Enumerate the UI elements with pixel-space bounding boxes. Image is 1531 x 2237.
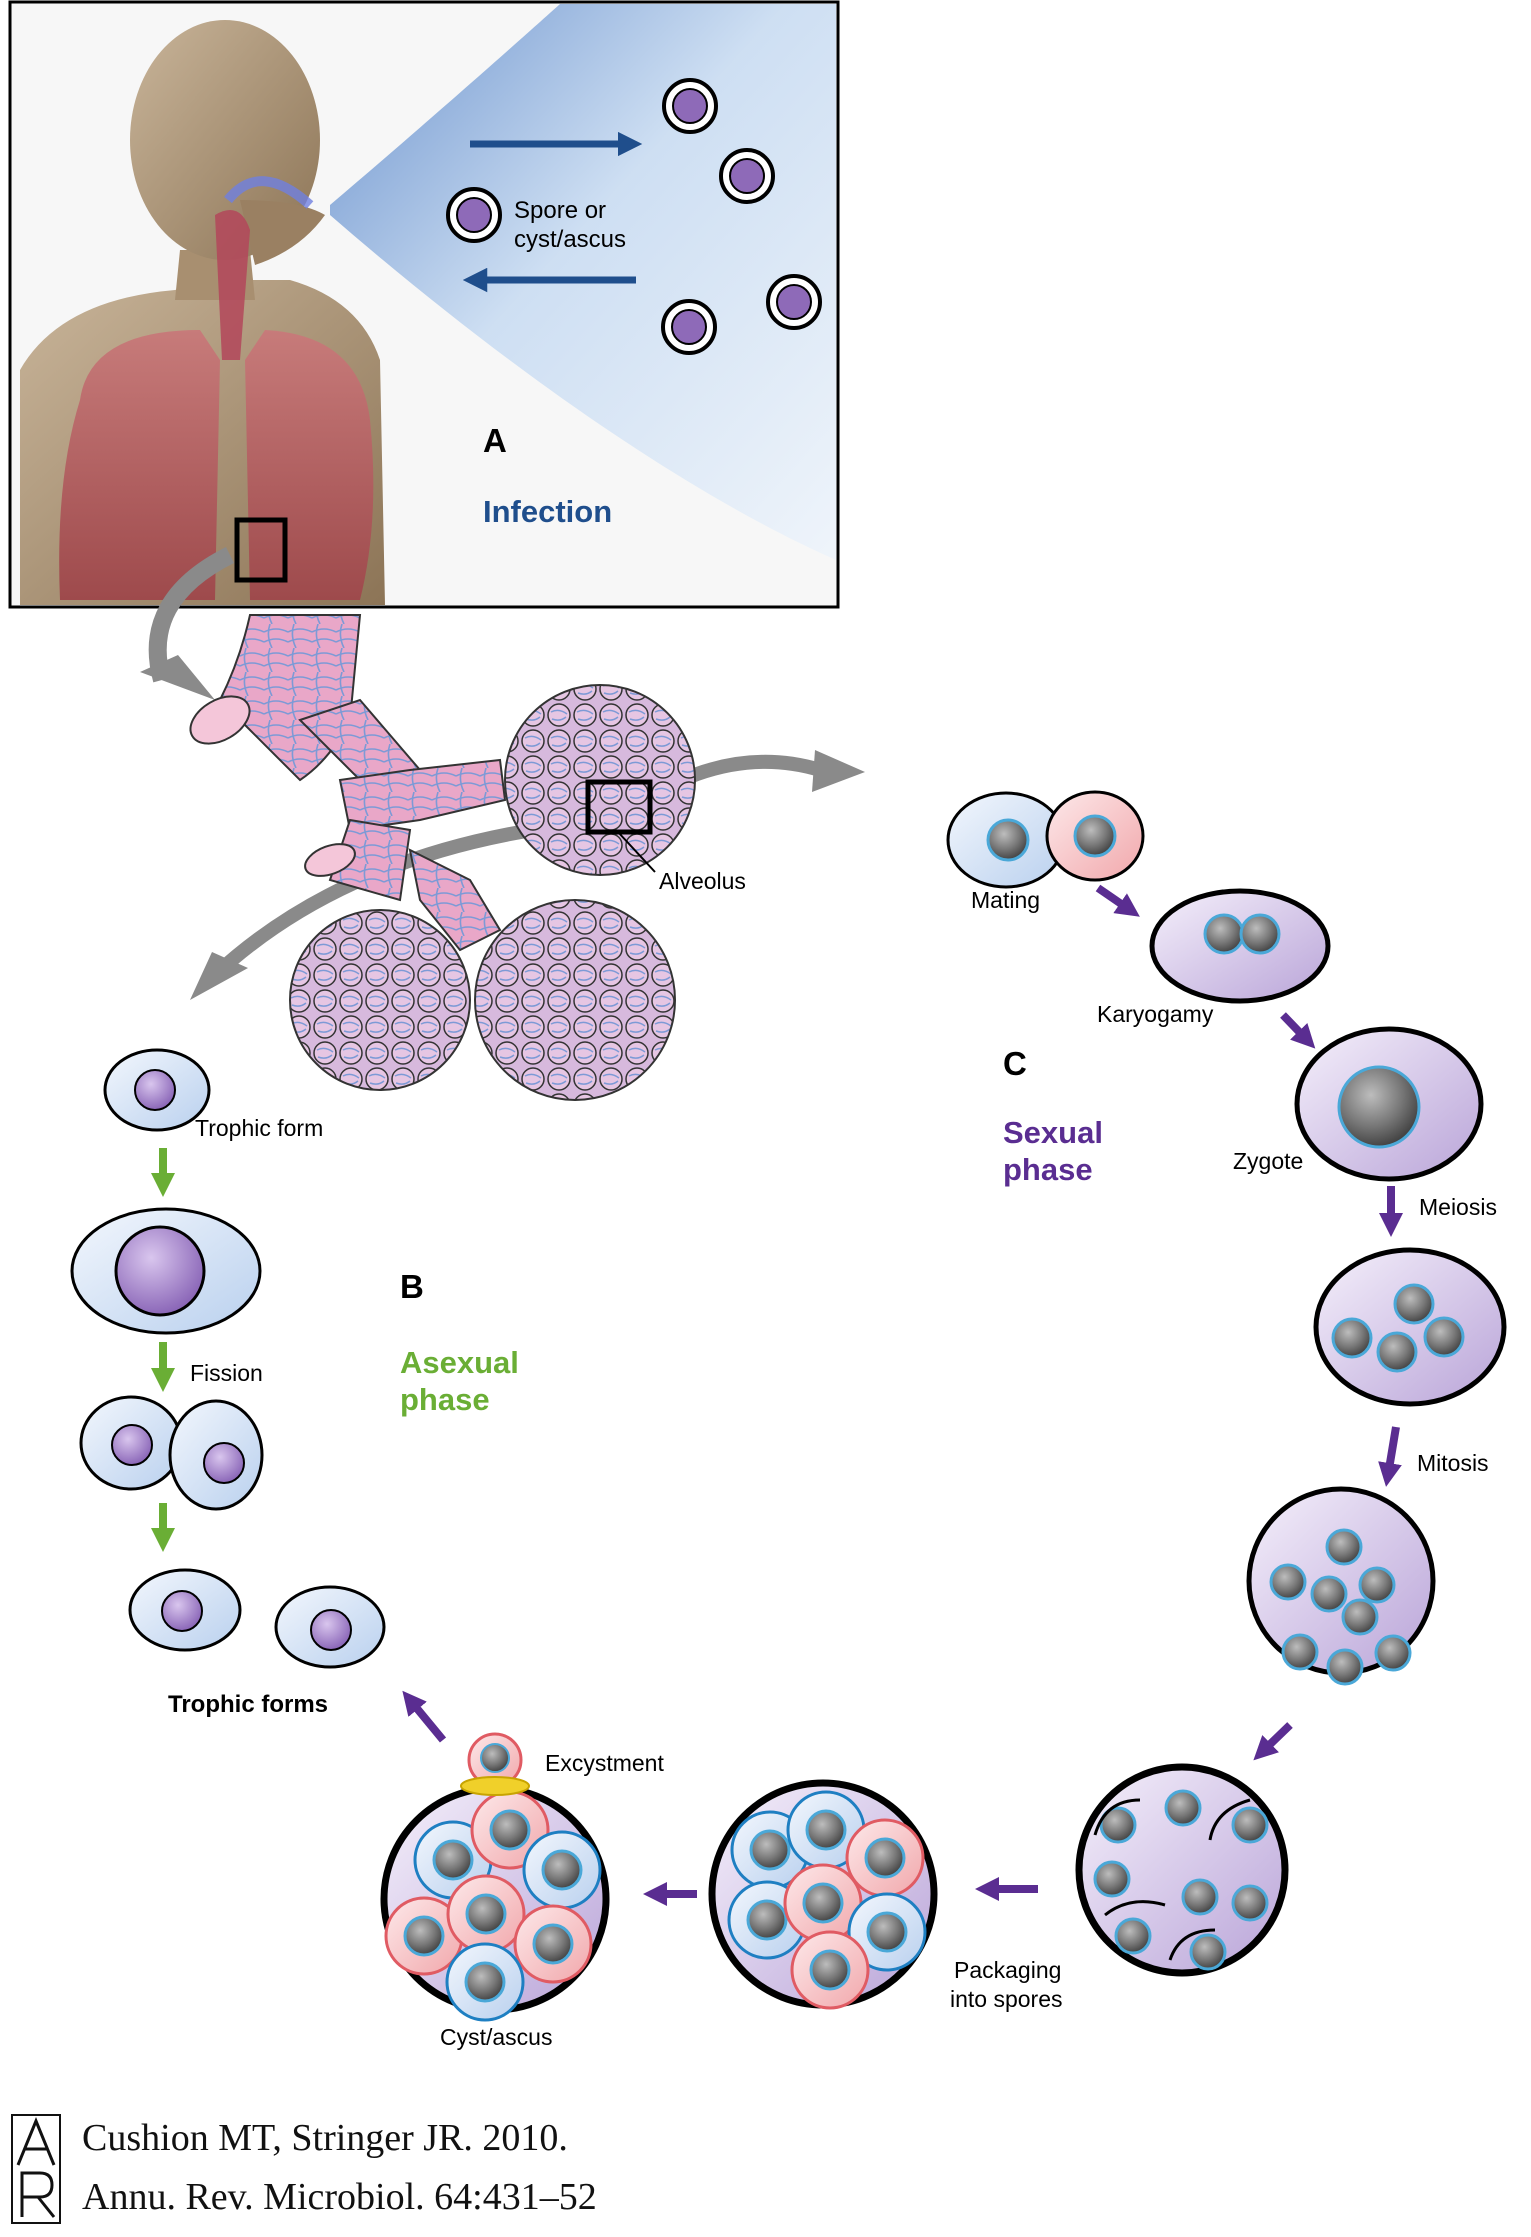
- right-lung: [245, 330, 374, 600]
- excystment-label: Excystment: [545, 1750, 664, 1776]
- panel-c-sexual: C Sexual phase Mating Karyogamy Zygote M…: [380, 790, 1507, 2050]
- mating-label: Mating: [971, 887, 1040, 913]
- lung-zoom-box: [234, 517, 288, 583]
- citation-line1: Cushion MT, Stringer JR. 2010.: [82, 2117, 568, 2159]
- spore-label-line1: Spore or: [514, 197, 606, 224]
- left-lung: [59, 330, 220, 600]
- packaging-label-line1: Packaging: [954, 1957, 1061, 1983]
- packaging-label-line2: into spores: [950, 1986, 1063, 2012]
- trophic-form-label: Trophic form: [195, 1115, 323, 1141]
- human-figure-illustration: [20, 20, 385, 605]
- panel-c-title-line2: phase: [1003, 1152, 1093, 1187]
- panel-b-letter: B: [400, 1268, 424, 1305]
- alveolus-label: Alveolus: [659, 868, 746, 894]
- panel-b-title-line1: Asexual: [400, 1345, 519, 1380]
- panel-c-letter: C: [1003, 1045, 1027, 1082]
- panel-a-infection: Spore or cyst/ascus A Infection: [8, 0, 840, 609]
- fission-label: Fission: [190, 1360, 263, 1386]
- zygote-label: Zygote: [1233, 1148, 1303, 1174]
- panel-c-title-line1: Sexual: [1003, 1115, 1103, 1150]
- spore-particles: [446, 78, 822, 355]
- meiosis-label: Meiosis: [1419, 1194, 1497, 1220]
- annual-reviews-logo: [10, 2113, 62, 2225]
- purple-arrow-4: [1378, 1426, 1402, 1487]
- panel-b-title-line2: phase: [400, 1382, 490, 1417]
- purple-arrow-8: [402, 1690, 447, 1743]
- purple-arrow-2: [1280, 1012, 1316, 1049]
- purple-arrow-1: [1095, 884, 1140, 917]
- mitosis-label: Mitosis: [1417, 1450, 1489, 1476]
- spore-label-line2: cyst/ascus: [514, 226, 626, 253]
- panel-a-title: Infection: [483, 494, 612, 529]
- cyst-ascus-label: Cyst/ascus: [440, 2024, 552, 2050]
- meiosis-cell: [1313, 1247, 1507, 1407]
- panel-a-letter: A: [483, 422, 507, 459]
- panel-b-asexual: Trophic form Fission Trophic forms B Ase…: [70, 1048, 519, 1718]
- purple-arrow-5: [1253, 1722, 1293, 1761]
- citation-line2: Annu. Rev. Microbiol. 64:431–52: [82, 2176, 597, 2218]
- trophic-forms-label: Trophic forms: [168, 1691, 328, 1718]
- cyst-opening: [460, 1776, 530, 1796]
- karyogamy-label: Karyogamy: [1097, 1001, 1214, 1027]
- bronchial-tree-illustration: [189, 614, 696, 1101]
